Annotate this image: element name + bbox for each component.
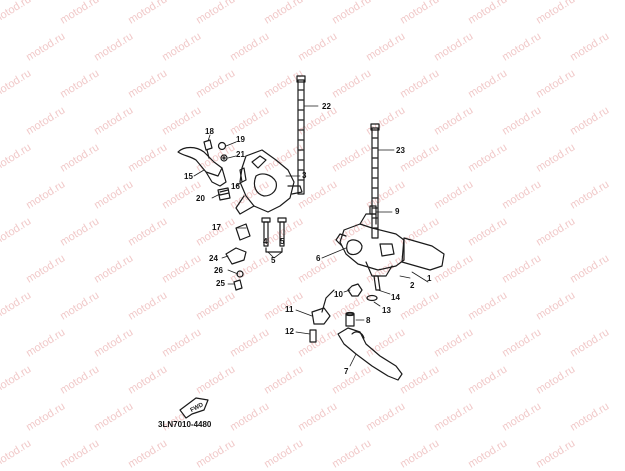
callout-1: 1 <box>427 274 432 283</box>
callout-6: 6 <box>316 254 321 263</box>
adjuster <box>217 187 231 201</box>
callout-12: 12 <box>285 327 294 336</box>
callout-3: 3 <box>302 171 307 180</box>
callout-9: 9 <box>395 207 400 216</box>
callout-22: 22 <box>322 102 331 111</box>
callout-7: 7 <box>344 367 349 376</box>
callout-10: 10 <box>334 290 343 299</box>
callout-17: 17 <box>212 223 221 232</box>
grip <box>401 237 445 271</box>
callout-16: 16 <box>231 182 240 191</box>
left-lever <box>177 146 223 177</box>
callout-8: 8 <box>366 316 371 325</box>
callout-5b: 5 <box>271 256 276 265</box>
collar-8 <box>345 313 355 327</box>
clip-24 <box>225 247 247 265</box>
cable-tie-22 <box>297 79 305 195</box>
callout-18: 18 <box>205 127 214 136</box>
callout-19: 19 <box>236 135 245 144</box>
callout-23: 23 <box>396 146 405 155</box>
screw-12 <box>309 329 317 343</box>
callout-26: 26 <box>214 266 223 275</box>
callout-14: 14 <box>391 293 400 302</box>
lever-holder <box>239 149 295 213</box>
callout-4: 4 <box>263 237 268 246</box>
cable-tie-23 <box>371 127 379 239</box>
screw-16 <box>239 167 247 183</box>
brake-switch <box>311 307 331 325</box>
callout-24: 24 <box>209 254 218 263</box>
callout-20: 20 <box>196 194 205 203</box>
reservoir <box>346 239 363 256</box>
bracket-17 <box>235 223 251 241</box>
right-master-cylinder-assembly <box>309 205 445 381</box>
callout-25: 25 <box>216 279 225 288</box>
left-lever-assembly <box>177 139 303 291</box>
callout-15: 15 <box>184 172 193 181</box>
callout-2: 2 <box>410 281 415 290</box>
screw-25 <box>233 279 243 291</box>
pivot-bolt <box>203 139 213 151</box>
cable-ties <box>296 75 380 239</box>
callout-13: 13 <box>382 306 391 315</box>
callout-11: 11 <box>285 305 294 314</box>
washer-21 <box>220 154 228 162</box>
diagram-code: 3LN7010-4480 <box>158 420 212 429</box>
front-arrow <box>179 397 209 419</box>
leader-lines <box>193 105 429 367</box>
callout-21: 21 <box>236 150 245 159</box>
washer-13 <box>366 294 378 302</box>
master-cylinder <box>339 223 405 271</box>
callout-5: 5 <box>280 237 285 246</box>
nut-10 <box>347 283 363 297</box>
bolt-14 <box>373 275 381 291</box>
nut-19 <box>217 141 227 151</box>
